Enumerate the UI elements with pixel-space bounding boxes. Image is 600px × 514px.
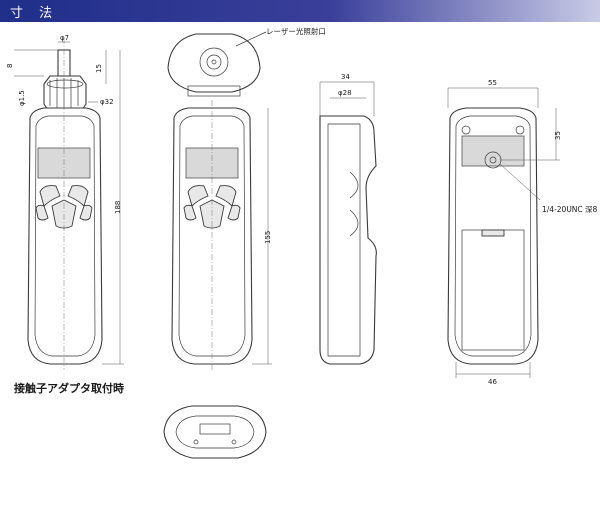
side-view: 34 φ28	[319, 73, 377, 365]
dim-46: 46	[488, 378, 497, 386]
dim-155: 155	[264, 231, 272, 244]
top-view	[167, 31, 267, 97]
dim-34: 34	[341, 73, 350, 81]
dim-phi32: φ32	[100, 98, 114, 106]
caption-adapter: 接触子アダプタ取付時	[14, 381, 124, 395]
contact-adapter	[43, 75, 87, 111]
dim-35: 35	[554, 131, 562, 140]
section-title: 寸 法	[10, 6, 59, 21]
dim-15: 15	[95, 64, 103, 73]
section-header: 寸 法	[0, 0, 600, 22]
dim-phi28: φ28	[338, 89, 352, 97]
meter-body	[27, 107, 103, 365]
dimension-drawing: φ7 8 15 φ1.5 φ32 188 接触子アダプタ取付時 レーザー光照射口	[6, 26, 598, 459]
bottom-view	[163, 405, 267, 459]
dim-phi1-5: φ1.5	[18, 90, 26, 106]
dim-188: 188	[114, 201, 122, 214]
screw-label: 1/4-20UNC 深8	[542, 205, 598, 214]
back-view: 55 35 46	[447, 79, 562, 386]
laser-port-label: レーザー光照射口	[266, 26, 326, 36]
front-view: 155	[171, 100, 272, 370]
dim-phi7: φ7	[60, 34, 69, 42]
front-view-with-adapter: φ7 8 15 φ1.5 φ32 188	[6, 34, 124, 370]
dim-55: 55	[488, 79, 497, 87]
dim-8: 8	[6, 64, 14, 68]
